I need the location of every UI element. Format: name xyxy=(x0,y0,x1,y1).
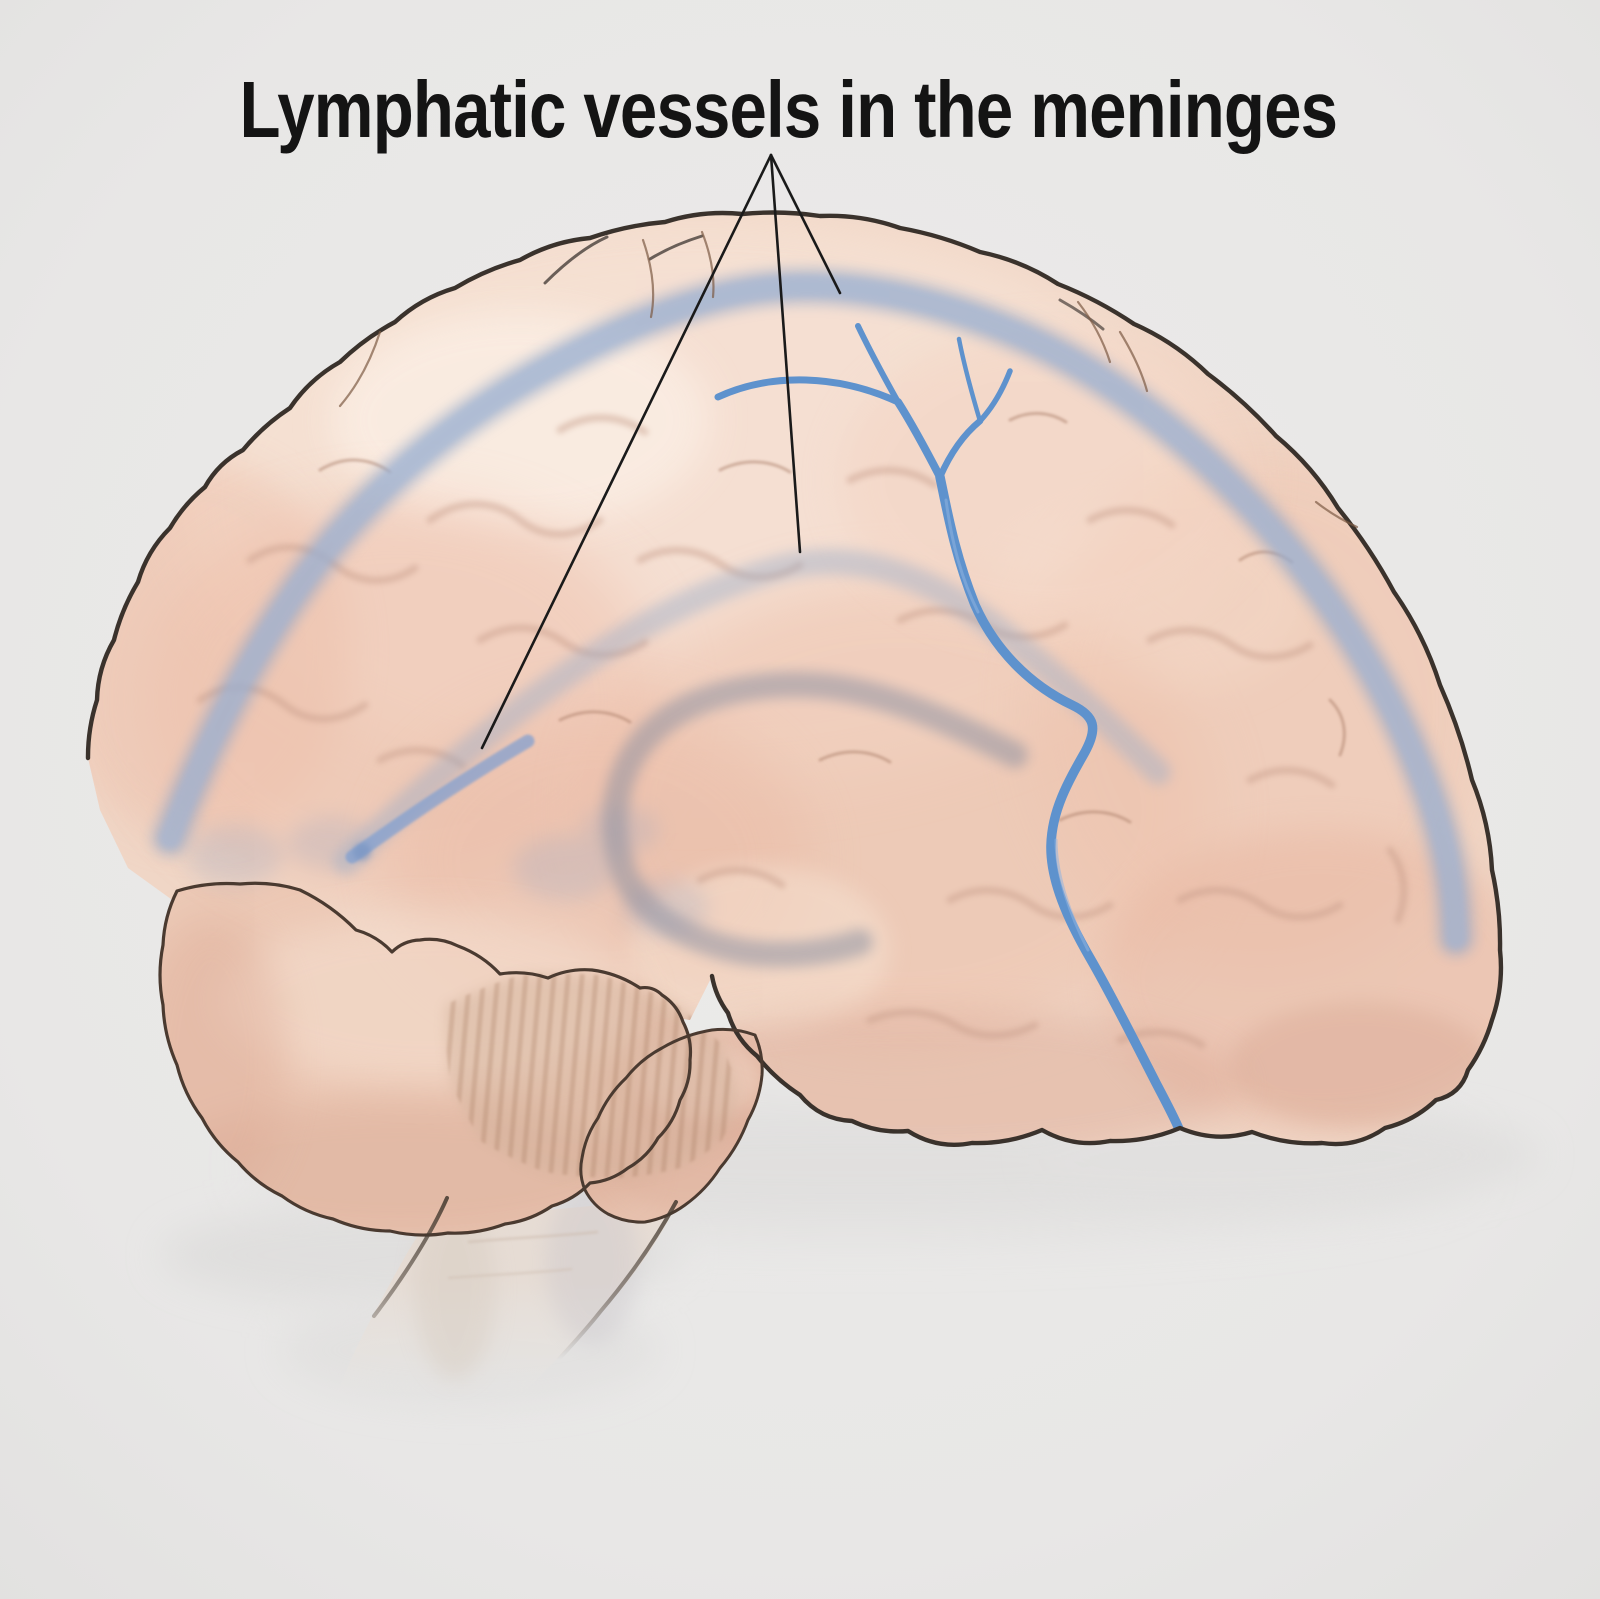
crown-gyrus-line xyxy=(648,234,704,261)
leader-lines xyxy=(480,153,842,750)
temporal-lobe-outline xyxy=(158,881,693,1237)
lymphatic-vessel-deep-arc xyxy=(601,671,1028,968)
brainstem-left-edge xyxy=(372,1196,449,1318)
cerebrum-outline xyxy=(85,210,1504,1147)
surface-veins xyxy=(338,230,1359,529)
leader-line-right xyxy=(769,153,842,295)
lymphatic-vessel-middle-arc xyxy=(333,548,1171,875)
lymphatic-vessel-branching xyxy=(714,323,1184,1134)
brain-outlines xyxy=(85,210,1504,1362)
crown-gyrus-line xyxy=(543,235,609,285)
lymphatic-vessel-outer-arc xyxy=(152,268,1474,956)
brain-surface-shading xyxy=(87,212,1501,1236)
leader-line-middle xyxy=(769,153,802,554)
lymphatic-vessels xyxy=(152,268,1474,1134)
striated-texture xyxy=(444,973,738,1178)
leader-line-left xyxy=(480,153,773,750)
inferior-lobule-outline xyxy=(579,1027,764,1224)
crown-gyrus-line xyxy=(1058,298,1105,331)
brainstem-right-edge xyxy=(556,1200,678,1362)
